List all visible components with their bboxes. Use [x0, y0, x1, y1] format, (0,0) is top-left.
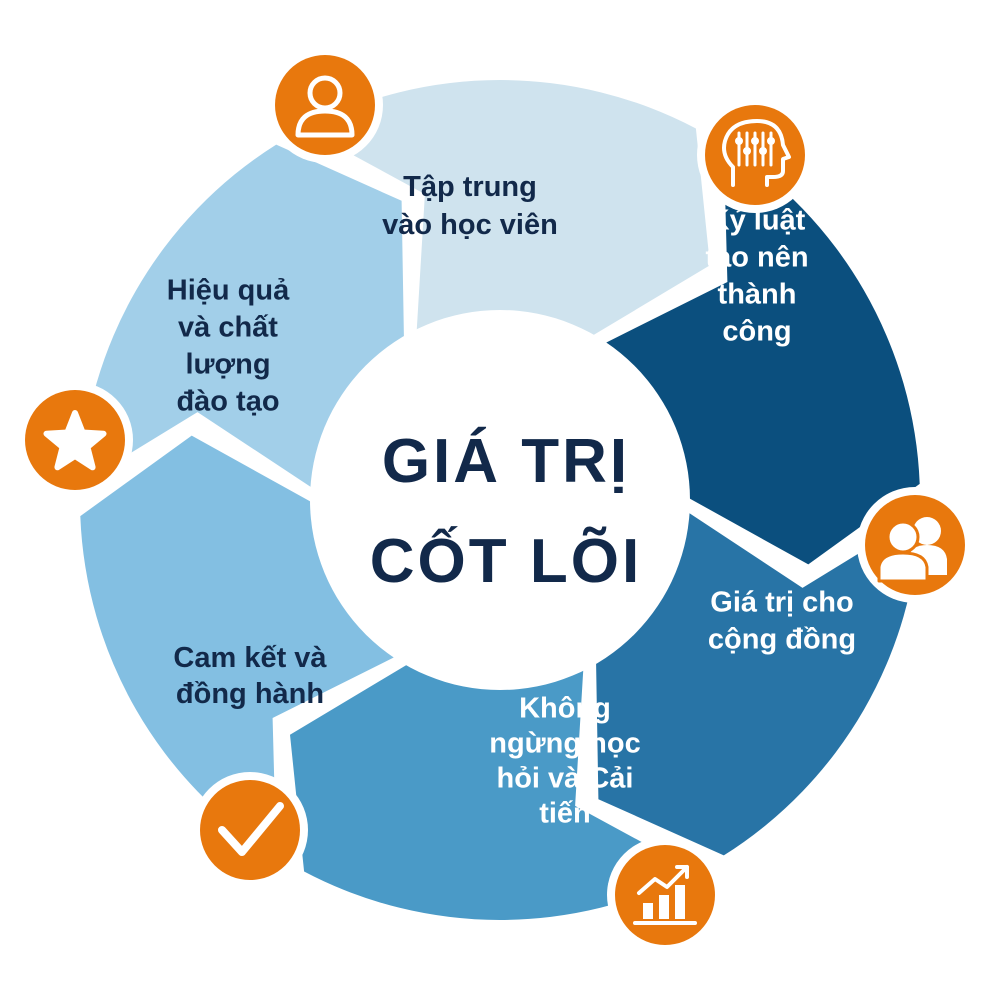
segment-label-hoc-vien-line2: vào học viên [382, 209, 558, 241]
segment-label-cai-tien-line2: ngừng học [489, 728, 640, 760]
segment-label-cong-dong-line2: cộng đồng [708, 624, 856, 656]
segment-hoc-vien [304, 80, 710, 341]
badge-user-icon [267, 47, 383, 163]
checkmark-icon [218, 802, 284, 856]
segment-label-cai-tien-line4: tiến [539, 798, 591, 830]
segment-label-hoc-vien-line1: Tập trung [403, 171, 537, 203]
badge-group-icon [857, 487, 973, 603]
icons-layer [17, 47, 973, 953]
center-layer: GIÁ TRỊ CỐT LÕI [310, 310, 690, 690]
badge-brain-icon [697, 97, 813, 213]
badge-checkmark-icon [192, 772, 308, 888]
badge-star-icon [17, 382, 133, 498]
badge-growth-chart-icon [607, 837, 723, 953]
segment-hieu-qua [80, 144, 405, 494]
segment-label-ky-luat-line4: công [722, 316, 791, 348]
center-title-line1: GIÁ TRỊ [382, 427, 630, 496]
segment-cai-tien [290, 659, 696, 920]
segment-label-ky-luat-line3: thành [718, 279, 797, 311]
segment-label-hieu-qua-line2: và chất [178, 312, 278, 344]
group-icon [877, 517, 947, 583]
badge-circle [200, 780, 300, 880]
segments-layer [80, 80, 920, 920]
segment-label-cong-dong-line1: Giá trị cho [710, 587, 853, 619]
badge-circle [275, 55, 375, 155]
center-title-line2: CỐT LÕI [370, 527, 642, 596]
brain-icon [722, 119, 791, 187]
star-icon [43, 410, 107, 471]
segment-label-ky-luat-line2: tạo nên [705, 242, 808, 274]
segment-label-hieu-qua-line3: lượng [185, 349, 270, 381]
segment-label-cam-ket-line2: đồng hành [176, 678, 324, 710]
center-circle [310, 310, 690, 690]
user-icon [295, 75, 355, 138]
growth-chart-icon [633, 865, 697, 925]
segment-cong-dong [595, 506, 920, 856]
segment-label-cam-ket-line1: Cam kết và [173, 642, 327, 674]
segment-label-cai-tien-line1: Không [519, 693, 611, 725]
segment-label-hieu-qua-line1: Hiệu quả [167, 275, 290, 307]
segment-label-hieu-qua-line4: đào tạo [176, 386, 279, 418]
segment-label-cai-tien-line3: hỏi và Cải [497, 763, 634, 795]
